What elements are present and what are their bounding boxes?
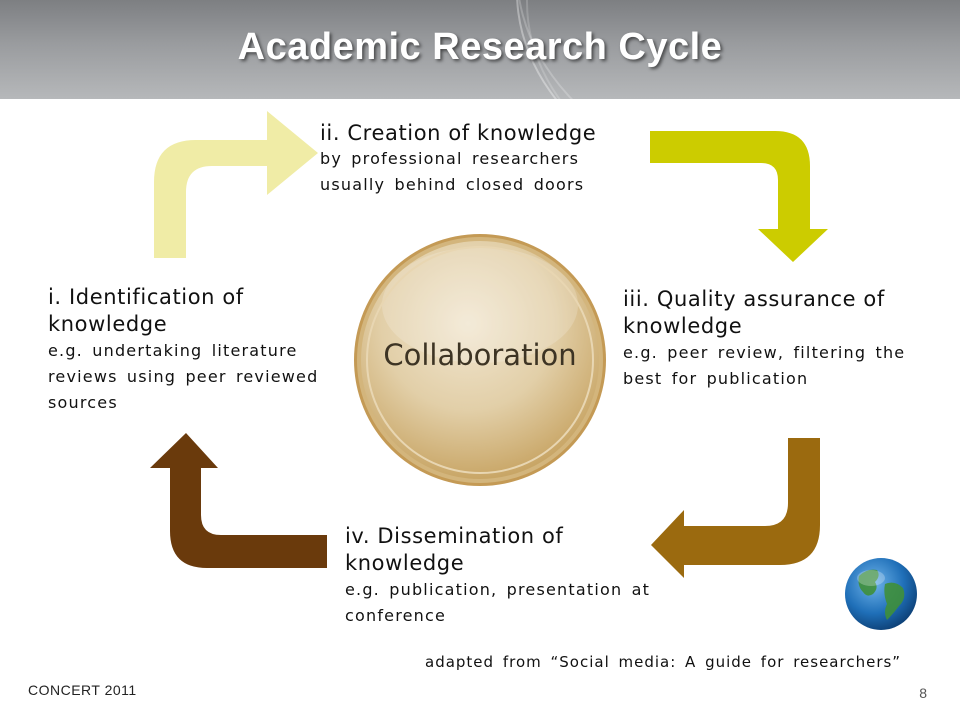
stage-heading: ii. Creation of knowledge <box>320 121 597 145</box>
stage-dissemination: iv. Dissemination of knowledge e.g. publ… <box>345 523 675 629</box>
arrow-quality-to-dissemination <box>651 438 820 578</box>
stage-detail-line: conference <box>345 606 447 625</box>
stage-heading-line: iii. Quality assurance of <box>623 287 885 311</box>
stage-heading-line: iv. Dissemination of <box>345 524 564 548</box>
arrow-identification-to-creation <box>154 111 318 258</box>
source-credit: adapted from “Social media: A guide for … <box>425 653 902 671</box>
slide-title: Academic Research Cycle <box>237 26 723 68</box>
stage-detail-line: usually behind closed doors <box>320 175 585 194</box>
stage-detail-line: best for publication <box>623 369 809 388</box>
stage-identification: i. Identification of knowledge e.g. unde… <box>48 284 333 416</box>
slide-header: Academic Research Cycle <box>0 0 960 99</box>
stage-heading-line: knowledge <box>48 312 168 336</box>
stage-detail-line: e.g. publication, presentation at <box>345 580 651 599</box>
arrow-dissemination-to-identification <box>150 433 327 568</box>
arrow-creation-to-quality <box>650 131 828 262</box>
stage-detail-line: reviews using peer reviewed <box>48 367 319 386</box>
stage-quality-assurance: iii. Quality assurance of knowledge e.g.… <box>623 286 923 392</box>
stage-detail-line: e.g. undertaking literature <box>48 341 298 360</box>
stage-heading-line: i. Identification of <box>48 285 244 309</box>
collaboration-label: Collaboration <box>383 338 577 372</box>
stage-heading-line: knowledge <box>623 314 743 338</box>
stage-detail-line: e.g. peer review, filtering the <box>623 343 906 362</box>
stage-detail-line: sources <box>48 393 118 412</box>
stage-creation: ii. Creation of knowledge by professiona… <box>320 120 650 198</box>
stage-heading-line: knowledge <box>345 551 465 575</box>
slide-page-number: 8 <box>919 685 927 701</box>
stage-detail-line: by professional researchers <box>320 149 580 168</box>
footer-conference-label: CONCERT 2011 <box>28 682 137 698</box>
collaboration-circle <box>354 234 606 486</box>
globe-icon <box>845 558 917 630</box>
